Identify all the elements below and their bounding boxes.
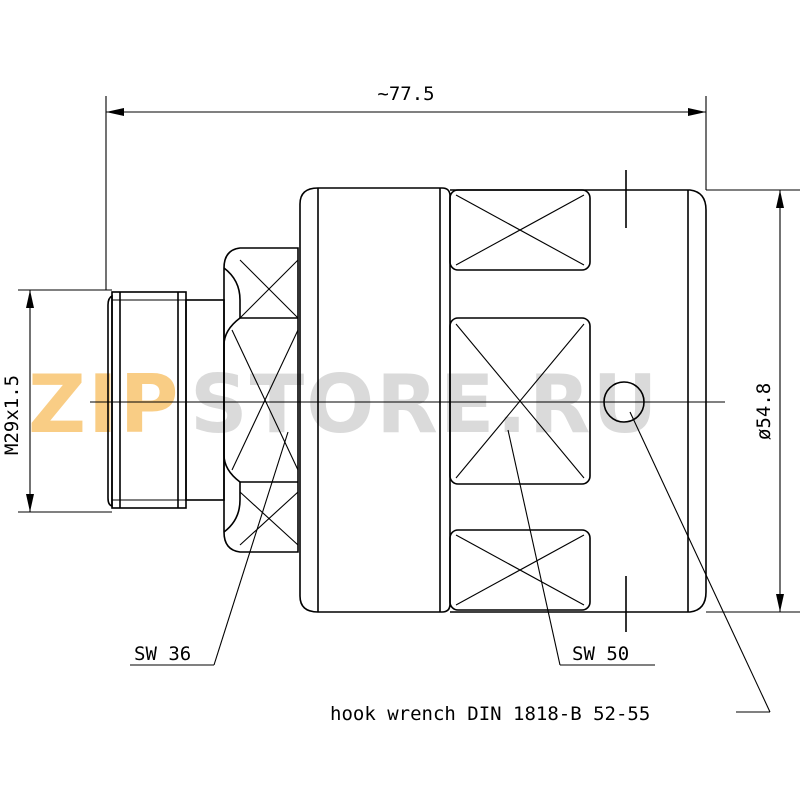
thread-label: M29x1.5 (1, 375, 23, 455)
leader-hook-wrench: hook wrench DIN 1818-B 52-55 (330, 411, 771, 725)
thread-dimension: M29x1.5 (1, 289, 112, 513)
leader-sw36: SW 36 (130, 431, 289, 666)
watermark: ZIP STORE.RU (28, 358, 659, 451)
watermark-store: STORE.RU (190, 358, 659, 451)
length-dimension: ~77.5 (105, 83, 707, 290)
sw36-label: SW 36 (134, 643, 191, 665)
diameter-label: ø54.8 (753, 383, 775, 440)
watermark-zip: ZIP (28, 358, 180, 451)
hex-nut-sw36 (223, 247, 299, 553)
connector-body (299, 170, 707, 632)
length-label: ~77.5 (377, 83, 434, 105)
diameter-dimension: ø54.8 (706, 189, 800, 613)
leader-sw50: SW 50 (507, 429, 655, 666)
hook-wrench-label: hook wrench DIN 1818-B 52-55 (330, 703, 650, 725)
thread-section (107, 291, 225, 509)
sw50-label: SW 50 (572, 643, 629, 665)
